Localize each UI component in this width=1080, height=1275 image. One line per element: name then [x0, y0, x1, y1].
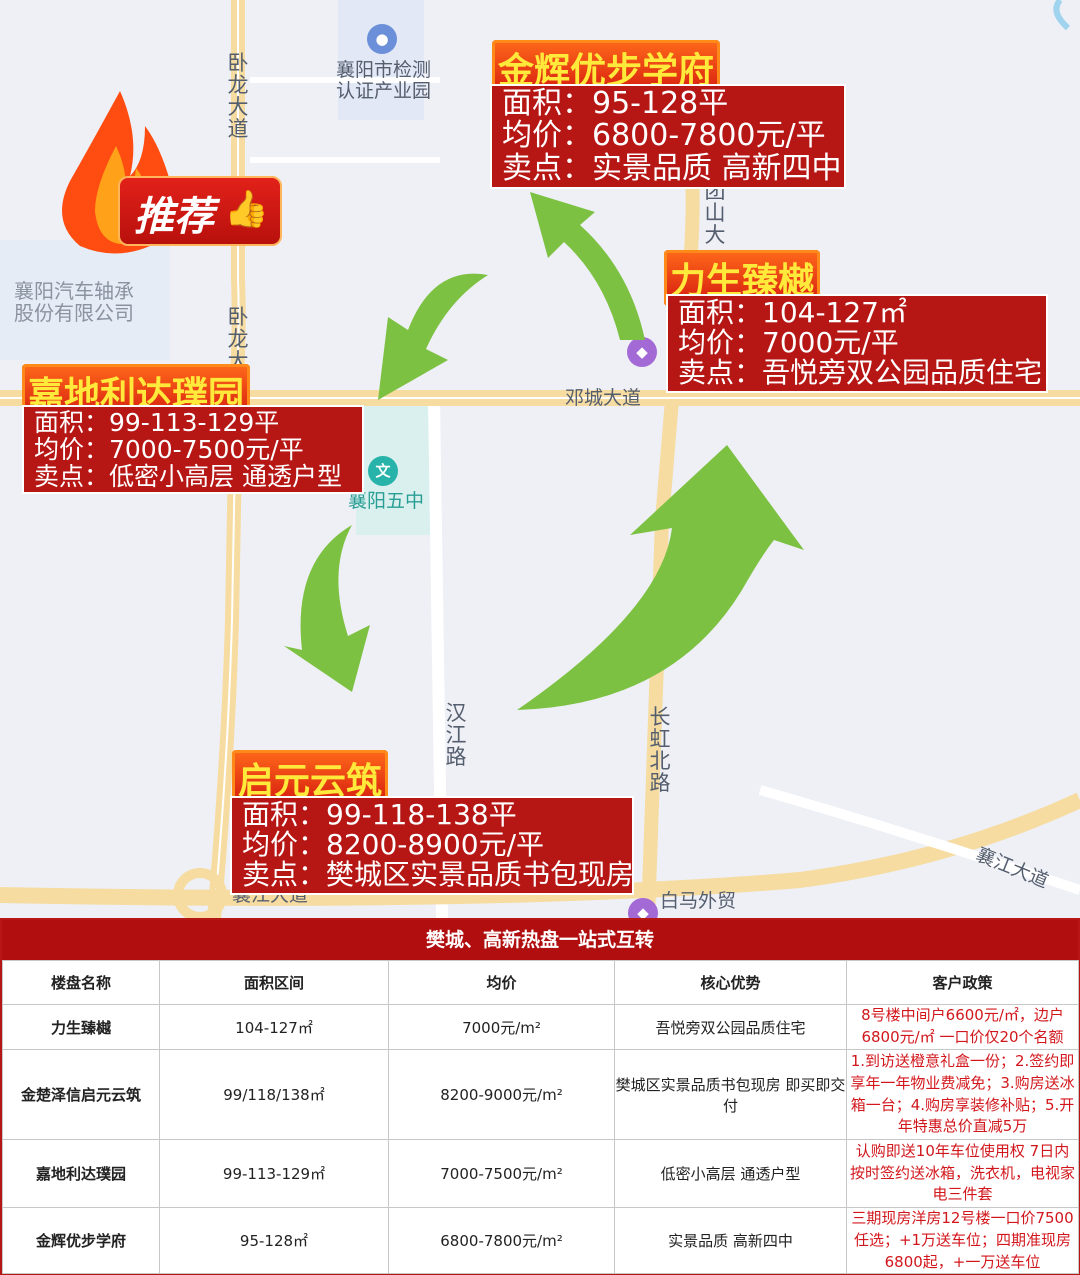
cell-policy: 1.到访送橙意礼盒一份；2.签约即享年一年物业费减免；3.购房送冰箱一台；4.购…: [846, 1049, 1079, 1140]
header-name: 楼盘名称: [2, 960, 160, 1005]
map: 襄阳市检测 认证产业园 ● 襄阳汽车轴承 股份有限公司 邓城大道 文 襄阳五中 …: [0, 0, 1080, 918]
header-policy: 客户政策: [846, 960, 1079, 1005]
road-label-wolong-1: 卧龙大道: [227, 51, 249, 142]
map-label-wuzhong: 襄阳五中: [348, 490, 425, 512]
project-price: 均价：7000-7500元/平: [34, 435, 304, 464]
cell-advantage: 吾悦旁双公园品质住宅: [614, 1004, 847, 1050]
cell-area: 99-113-129㎡: [159, 1139, 389, 1208]
table-grid: 楼盘名称 面积区间 均价 核心优势 客户政策 力生臻樾 104-127㎡ 700…: [2, 960, 1079, 1275]
comparison-table: 樊城、高新热盘一站式互转 楼盘名称 面积区间 均价 核心优势 客户政策 力生臻樾…: [0, 918, 1080, 1275]
map-label-jiance: 襄阳市检测 认证产业园: [336, 59, 432, 102]
thumbs-up-icon: 👍: [224, 189, 269, 230]
cell-advantage: 樊城区实景品质书包现房 即买即交付: [614, 1049, 847, 1140]
cell-policy: 认购即送10年车位使用权 7日内按时签约送冰箱，洗衣机，电视家电三件套: [846, 1139, 1079, 1208]
cell-area: 99/118/138㎡: [159, 1049, 389, 1140]
road-label-changhong: 长虹北路: [649, 705, 671, 796]
cell-name: 金楚泽信启元云筑: [2, 1049, 160, 1140]
table-title: 樊城、高新热盘一站式互转: [2, 920, 1078, 960]
arrow-up-right: [517, 445, 804, 710]
map-label-zhoucheng: 襄阳汽车轴承 股份有限公司: [14, 279, 134, 325]
project-info: 面积：99-118-138平 均价：8200-8900元/平 卖点：樊城区实景品…: [230, 796, 634, 895]
project-area: 面积：99-118-138平: [242, 798, 517, 831]
cell-name: 嘉地利达璞园: [2, 1139, 160, 1208]
cell-area: 104-127㎡: [159, 1004, 389, 1050]
map-label-dengcheng: 邓城大道: [565, 387, 642, 409]
project-area: 面积：104-127㎡: [678, 296, 907, 329]
project-info: 面积：99-113-129平 均价：7000-7500元/平 卖点：低密小高层 …: [22, 405, 364, 494]
header-area: 面积区间: [159, 960, 389, 1005]
table-row: 力生臻樾 104-127㎡ 7000元/m² 吾悦旁双公园品质住宅 8号楼中间户…: [2, 1004, 1079, 1050]
project-feature: 卖点：实景品质 高新四中: [502, 150, 842, 186]
cell-price: 7000元/m²: [388, 1004, 615, 1050]
project-feature: 卖点：吾悦旁双公园品质住宅: [678, 356, 1043, 390]
header-advantage: 核心优势: [614, 960, 847, 1005]
road-label-hanjiang: 汉江路: [445, 701, 467, 770]
cell-price: 6800-7800元/m²: [388, 1206, 615, 1275]
cell-advantage: 低密小高层 通透户型: [614, 1139, 847, 1208]
table-row: 金楚泽信启元云筑 99/118/138㎡ 8200-9000元/m² 樊城区实景…: [2, 1049, 1079, 1140]
project-info: 面积：104-127㎡ 均价：7000元/平 卖点：吾悦旁双公园品质住宅: [666, 294, 1048, 393]
cell-policy: 8号楼中间户6600元/㎡，边户6800元/㎡ 一口价仅20个名额: [846, 1004, 1079, 1050]
project-info: 面积：95-128平 均价：6800-7800元/平 卖点：实景品质 高新四中: [490, 84, 846, 190]
table-header-row: 楼盘名称 面积区间 均价 核心优势 客户政策: [2, 960, 1079, 1005]
shopping-icon: ◆: [628, 898, 658, 918]
mall-icon: ◆: [627, 337, 657, 367]
cell-advantage: 实景品质 高新四中: [614, 1206, 847, 1275]
cell-area: 95-128㎡: [159, 1206, 389, 1275]
map-label-baima: 白马外贸: [660, 890, 737, 912]
recommend-badge: 推荐: [118, 176, 282, 246]
arrow-up-left: [530, 192, 645, 340]
arrow-down-left: [378, 273, 488, 400]
cell-price: 7000-7500元/m²: [388, 1139, 615, 1208]
cell-name: 力生臻樾: [2, 1004, 160, 1050]
cell-name: 金辉优步学府: [2, 1206, 160, 1275]
project-area: 面积：95-128平: [502, 86, 729, 121]
school-icon: 文: [368, 456, 398, 486]
road-label-tuanshan: 团山大: [704, 179, 726, 248]
project-price: 均价：8200-8900元/平: [242, 828, 545, 862]
project-feature: 卖点：低密小高层 通透户型: [34, 462, 342, 491]
table-row: 金辉优步学府 95-128㎡ 6800-7800元/m² 实景品质 高新四中 三…: [2, 1206, 1079, 1275]
table-row: 嘉地利达璞园 99-113-129㎡ 7000-7500元/m² 低密小高层 通…: [2, 1139, 1079, 1208]
header-price: 均价: [388, 960, 615, 1005]
project-price: 均价：7000元/平: [678, 326, 899, 360]
project-area: 面积：99-113-129平: [34, 408, 280, 437]
cell-price: 8200-9000元/m²: [388, 1049, 615, 1140]
arrow-down-right: [284, 525, 370, 692]
project-feature: 卖点：樊城区实景品质书包现房: [242, 858, 635, 892]
project-price: 均价：6800-7800元/平: [502, 118, 826, 154]
cell-policy: 三期现房洋房12号楼一口价7500任选；+1万送车位；四期准现房6800起，+一…: [846, 1206, 1079, 1275]
poi-location-icon: ●: [367, 24, 397, 54]
